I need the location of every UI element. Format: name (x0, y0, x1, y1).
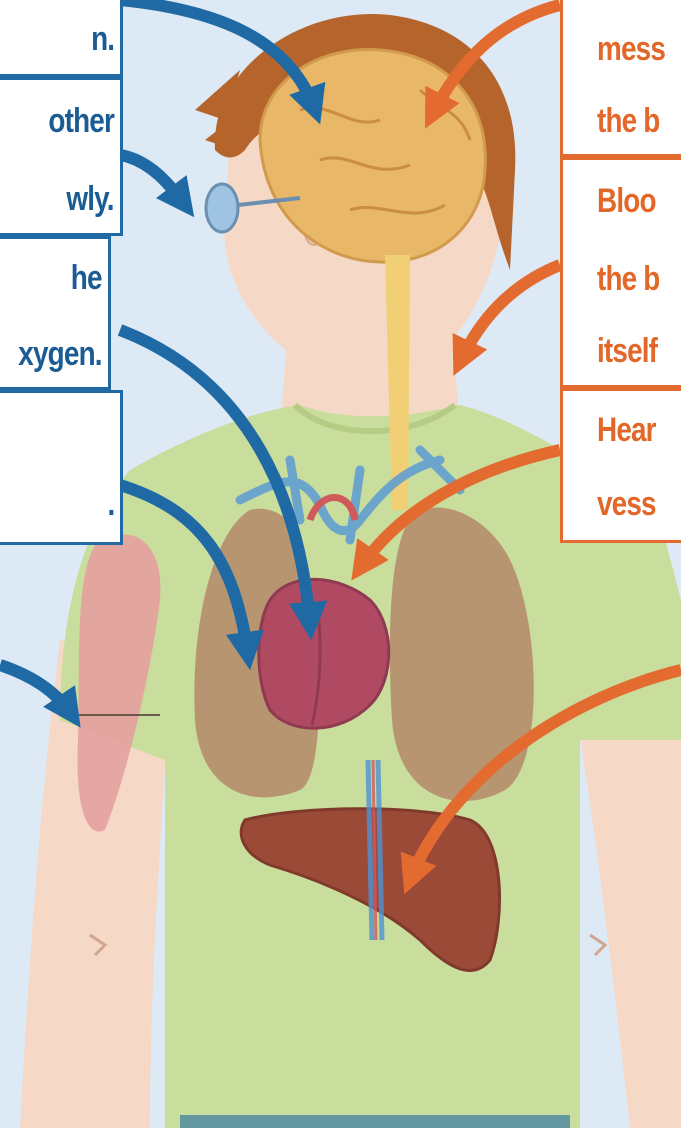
label-text: the b (597, 260, 659, 299)
label-text: xygen. (19, 335, 102, 374)
label-text: Hear (597, 411, 656, 450)
label-text: other (48, 102, 114, 141)
waistband (180, 1115, 570, 1128)
label-box-left-3: he xygen. (0, 236, 111, 390)
label-text: wly. (67, 180, 114, 219)
label-box-left-4: . (0, 390, 123, 545)
label-box-right-1: mess the b (560, 0, 681, 157)
label-text: vess (597, 485, 656, 524)
label-box-left-2: other wly. (0, 77, 123, 236)
heart (259, 579, 389, 728)
label-box-left-1: n. (0, 0, 123, 77)
label-text: the b (597, 102, 659, 141)
label-text: mess (597, 30, 665, 69)
label-text: n. (91, 20, 114, 59)
label-box-right-3: Hear vess (560, 388, 681, 543)
label-box-right-2: Bloo the b itself (560, 157, 681, 388)
label-text: . (107, 485, 114, 524)
label-text: itself (597, 332, 657, 371)
label-text: Bloo (597, 182, 656, 221)
label-text: he (71, 259, 102, 298)
